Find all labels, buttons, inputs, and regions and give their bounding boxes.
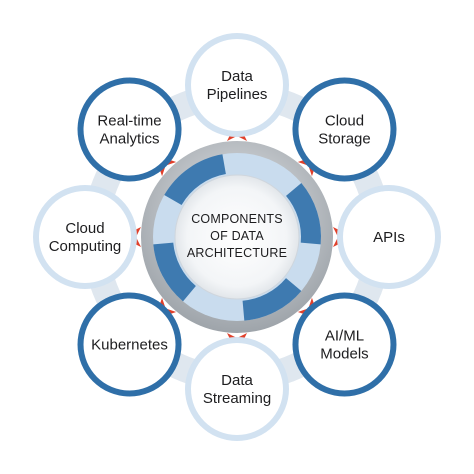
center-title-line-3: ARCHITECTURE xyxy=(187,246,287,260)
node-label: Cloud xyxy=(325,113,364,130)
node-label: APIs xyxy=(373,229,405,246)
node-inner xyxy=(83,83,176,176)
hub-segment xyxy=(153,242,196,302)
hub-segment xyxy=(242,278,302,321)
center-title-line-2: OF DATA xyxy=(210,229,264,243)
node-label: Real-time xyxy=(97,113,161,130)
node-label: Computing xyxy=(49,238,122,255)
node-inner xyxy=(191,39,283,131)
hub-inner-disc xyxy=(174,174,300,300)
hub-blue-segments xyxy=(153,154,322,321)
node-label: Models xyxy=(320,345,368,362)
node-inner xyxy=(83,298,176,391)
central-hub: COMPONENTS OF DATA ARCHITECTURE xyxy=(141,141,333,333)
node-label: Analytics xyxy=(100,131,160,148)
node-label: Pipelines xyxy=(207,86,268,103)
node-label: Data xyxy=(221,372,253,389)
center-title-line-1: COMPONENTS xyxy=(191,212,283,226)
node-label: Streaming xyxy=(203,390,271,407)
node-label: Storage xyxy=(318,131,371,148)
node-label: Kubernetes xyxy=(91,336,168,353)
hub-segment xyxy=(286,183,322,245)
node-inner xyxy=(343,191,435,283)
node-inner xyxy=(191,343,283,435)
node-label: Cloud xyxy=(65,220,104,237)
node-inner xyxy=(298,298,391,391)
node-label: Data xyxy=(221,68,253,85)
node-apis: APIs xyxy=(337,185,441,289)
node-inner xyxy=(298,83,391,176)
node-kubernetes: Kubernetes xyxy=(77,292,182,397)
hub-segment xyxy=(164,154,226,205)
node-label: AI/ML xyxy=(325,327,364,344)
node-inner xyxy=(39,191,131,283)
nodes-layer: DataPipelinesCloudStorageAPIsAI/MLModels… xyxy=(33,33,441,441)
